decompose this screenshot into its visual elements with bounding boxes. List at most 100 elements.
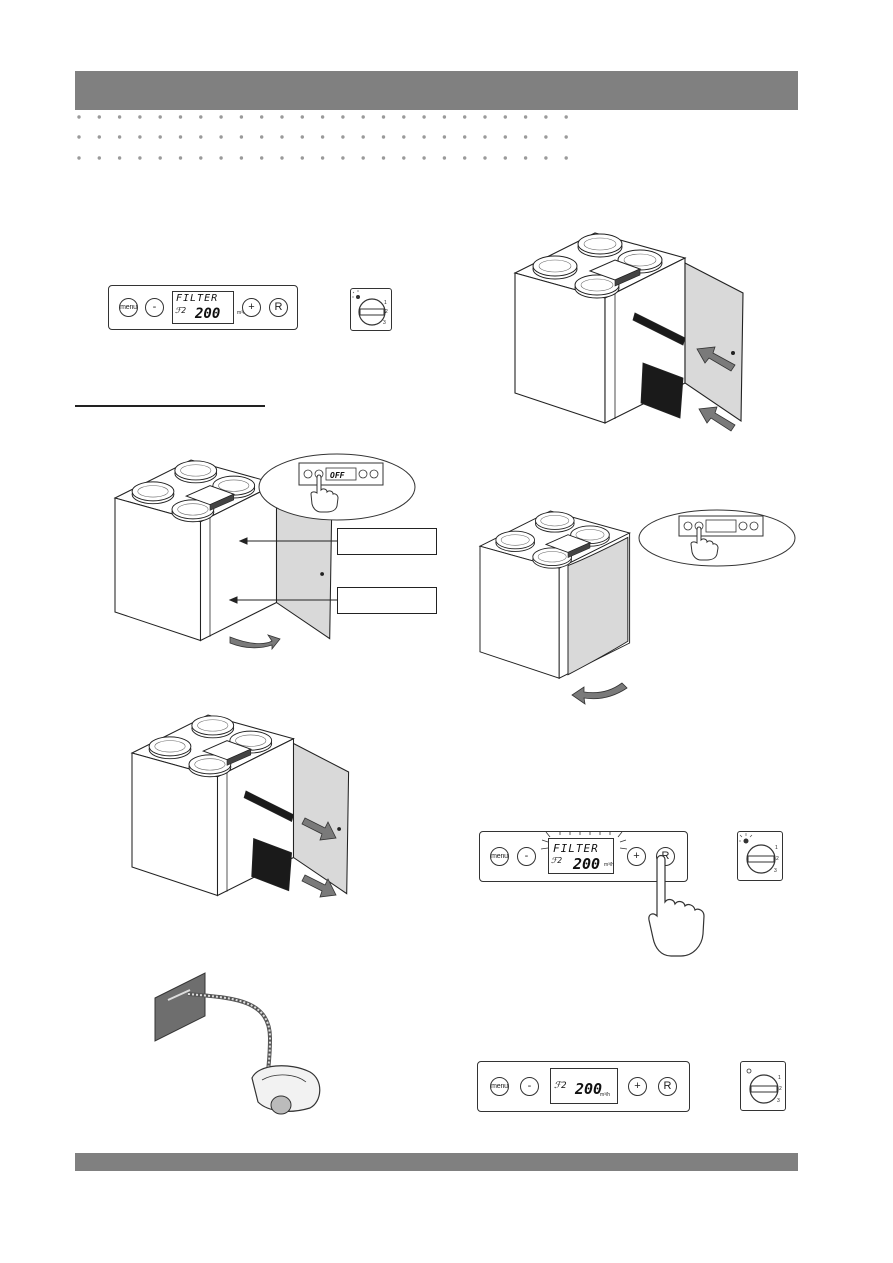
pattern-dot	[97, 156, 101, 160]
unit-display-side	[567, 542, 591, 559]
pattern-dot	[199, 156, 203, 160]
pattern-dot	[442, 156, 447, 160]
pattern-dot	[422, 156, 426, 160]
duct-inner	[500, 534, 530, 546]
duct-inner	[194, 758, 226, 771]
footer-bar	[75, 1153, 798, 1171]
knob-pos-2: 2	[779, 1086, 782, 1092]
dot-pattern	[77, 115, 568, 160]
menu-button[interactable]: menu	[119, 298, 138, 317]
knob-pos-2: 2	[776, 856, 779, 862]
knob-pos-3: 3	[383, 320, 386, 326]
pattern-dot	[503, 156, 507, 160]
fan-speed-switch[interactable]: 1 2 3	[350, 288, 392, 331]
callout-label-lower	[337, 587, 437, 614]
pattern-dot	[523, 115, 528, 119]
duct-inner	[137, 485, 169, 498]
pattern-dot	[239, 135, 244, 139]
duct-inner	[623, 253, 657, 267]
unit-display-side	[209, 493, 235, 511]
control-panel-reset-step: menu - FILTER ℱ2 200 m³/h + R	[479, 831, 688, 882]
direction-arrow	[301, 874, 337, 898]
flow-unit: m³/h	[237, 310, 247, 316]
off-lcd-text: OFF	[330, 471, 345, 480]
pattern-dot	[381, 115, 386, 119]
pattern-dot	[97, 135, 101, 139]
menu-button[interactable]: menu	[490, 1077, 509, 1096]
duct-inner	[537, 551, 567, 563]
pattern-dot	[564, 135, 568, 139]
unit-door-open	[292, 742, 350, 895]
switch-off-bubble	[258, 453, 416, 521]
duct-inner	[180, 464, 212, 477]
duct-opening	[534, 511, 575, 530]
fan-speed-switch-normal[interactable]: 1 2 3	[740, 1061, 786, 1111]
pattern-dot	[483, 156, 487, 160]
pattern-dot	[381, 135, 386, 139]
speed-knob-icon	[739, 833, 776, 874]
section-underline	[75, 405, 265, 407]
duct-inner	[218, 479, 250, 492]
duct-opening	[148, 736, 192, 757]
pattern-dot	[442, 135, 447, 139]
knob-pos-3: 3	[777, 1098, 780, 1104]
pattern-dot	[320, 115, 325, 119]
reset-button[interactable]: R	[269, 298, 288, 317]
duct-inner	[197, 719, 229, 732]
pointing-hand-icon	[648, 854, 705, 957]
knob-pos-1: 1	[384, 300, 387, 306]
duct-inner	[235, 734, 267, 747]
menu-button[interactable]: menu	[490, 847, 509, 866]
pattern-dot	[544, 156, 548, 160]
duct-opening	[495, 530, 535, 550]
filter-upper	[632, 312, 686, 346]
callout-leader-lines	[228, 537, 337, 604]
unit-display-side	[226, 748, 252, 766]
pattern-dot	[77, 135, 81, 139]
direction-arrow	[696, 346, 736, 372]
duct-inner	[575, 529, 605, 541]
pattern-dot	[402, 115, 406, 119]
unit-display-side	[614, 268, 641, 287]
flash-rays	[540, 831, 628, 850]
pattern-dot	[523, 156, 528, 160]
switch-on-bubble	[638, 509, 796, 567]
minus-button[interactable]: -	[145, 298, 164, 317]
speed-knob-icon	[352, 290, 386, 326]
unit-body	[513, 232, 744, 424]
pattern-dot	[199, 135, 203, 139]
duct-opening	[171, 499, 215, 520]
plus-button[interactable]: +	[628, 1077, 647, 1096]
pattern-dot	[564, 115, 568, 119]
lcd-filter-text: FILTER	[176, 293, 219, 304]
pattern-dot	[422, 115, 426, 119]
pattern-dot	[178, 135, 183, 139]
direction-arrow	[301, 817, 337, 841]
pattern-dot	[77, 115, 81, 119]
pattern-dot	[138, 115, 142, 119]
pattern-dot	[300, 156, 304, 160]
pattern-dot	[402, 135, 406, 139]
pattern-dot	[523, 135, 528, 139]
plus-button[interactable]: +	[627, 847, 646, 866]
pattern-dot	[117, 135, 122, 139]
pattern-dot	[503, 115, 507, 119]
reset-button[interactable]: R	[658, 1077, 677, 1096]
fan-icon: ℱ2	[175, 306, 187, 315]
minus-button[interactable]: -	[517, 847, 536, 866]
pattern-dot	[503, 135, 507, 139]
pattern-dot	[219, 135, 223, 139]
unit-body	[113, 459, 333, 642]
fan-speed-switch-flashing[interactable]: 1 2 3	[737, 831, 783, 881]
pattern-dot	[117, 115, 122, 119]
unit-door-closed	[567, 536, 629, 676]
lcd-display-flashing: FILTER ℱ2 200	[548, 838, 614, 874]
lcd-flow-value: 200	[573, 855, 601, 873]
duct-opening	[191, 715, 235, 736]
minus-button[interactable]: -	[520, 1077, 539, 1096]
pattern-dot	[320, 156, 325, 160]
plus-button[interactable]: +	[242, 298, 261, 317]
control-panel-filter-warning: menu - FILTER ℱ2 200 m³/h + R	[108, 285, 298, 330]
pattern-dot	[158, 115, 162, 119]
fan-icon: ℱ2	[554, 1081, 567, 1091]
